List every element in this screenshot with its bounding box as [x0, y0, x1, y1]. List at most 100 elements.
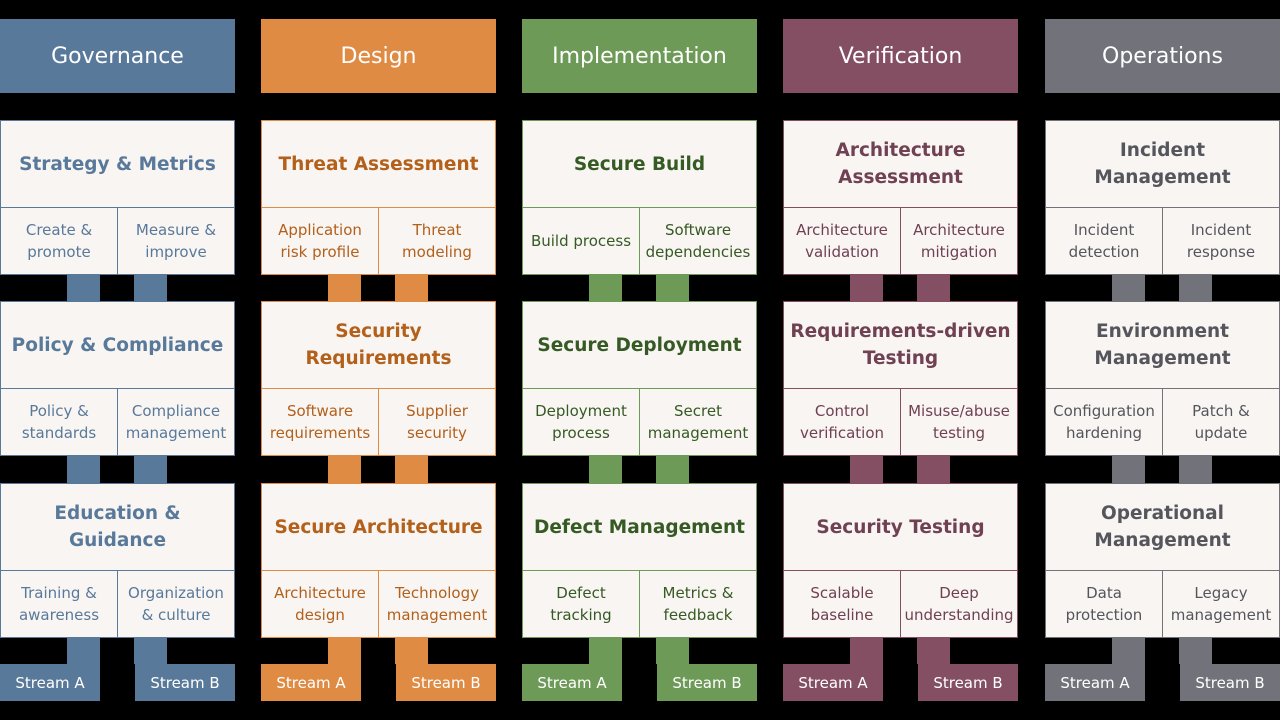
- practice-title: Strategy & Metrics: [19, 153, 216, 175]
- connector-line: [134, 636, 167, 664]
- stream-cell: Threat modeling: [402, 221, 472, 261]
- stream-cell: Architecture validation: [784, 208, 901, 274]
- connector-line: [328, 636, 361, 664]
- connector-line: [134, 273, 167, 302]
- stream-cell: Deep understanding: [904, 584, 1014, 624]
- stream-tab-a: Stream A: [0, 664, 100, 701]
- stream-tab-a: Stream A: [783, 664, 883, 701]
- stream-cell: Secret management: [647, 402, 749, 442]
- stream-cell: Policy & standards: [1, 389, 118, 455]
- connector-line: [1112, 454, 1145, 484]
- stream-cell: Supplier security: [406, 402, 468, 442]
- connector-line: [589, 636, 622, 664]
- practice-title: Secure Deployment: [537, 334, 742, 356]
- column-header: Governance: [0, 19, 235, 93]
- stream-cell: Create & promote: [1, 208, 118, 274]
- stream-cell: Deployment process: [523, 389, 640, 455]
- stream-tab-b: Stream B: [918, 664, 1018, 701]
- connector-line: [395, 273, 428, 302]
- stream-cell: Architecture design: [262, 571, 379, 637]
- connector-line: [328, 273, 361, 302]
- practice-title: Education & Guidance: [54, 503, 181, 551]
- practice-title: Secure Build: [573, 153, 706, 175]
- stream-tab-b: Stream B: [657, 664, 757, 701]
- stream-tab-a: Stream A: [522, 664, 622, 701]
- connector-line: [656, 454, 689, 484]
- stream-cell: Build process: [523, 208, 640, 274]
- practice-title: Environment Management: [1094, 321, 1231, 369]
- practice-title: Secure Architecture: [274, 516, 483, 538]
- stream-cell: Compliance management: [125, 402, 227, 442]
- stream-tab-b: Stream B: [135, 664, 235, 701]
- connector-line: [67, 454, 100, 484]
- stream-tab-b: Stream B: [396, 664, 496, 701]
- connector-line: [1179, 636, 1212, 664]
- stream-cell: Software dependencies: [645, 221, 751, 261]
- column-header: Verification: [783, 19, 1018, 93]
- connector-line: [395, 636, 428, 664]
- stream-cell: Incident detection: [1046, 208, 1163, 274]
- practice-title: Threat Assessment: [278, 153, 479, 175]
- connector-line: [850, 636, 883, 664]
- connector-line: [1112, 636, 1145, 664]
- column-header: Operations: [1045, 19, 1280, 93]
- connector-line: [328, 454, 361, 484]
- stream-cell: Technology management: [386, 584, 488, 624]
- connector-line: [589, 454, 622, 484]
- column-header: Implementation: [522, 19, 757, 93]
- connector-line: [917, 273, 950, 302]
- stream-cell: Application risk profile: [262, 208, 379, 274]
- practice-title: Requirements-driven Testing: [790, 321, 1011, 369]
- connector-line: [656, 636, 689, 664]
- stream-cell: Configuration hardening: [1046, 389, 1163, 455]
- connector-line: [67, 273, 100, 302]
- stream-tab-a: Stream A: [261, 664, 361, 701]
- connector-line: [134, 454, 167, 484]
- stream-cell: Scalable baseline: [784, 571, 901, 637]
- practice-title: Architecture Assessment: [835, 140, 966, 188]
- stream-tab-b: Stream B: [1180, 664, 1280, 701]
- stream-cell: Training & awareness: [1, 571, 118, 637]
- connector-line: [917, 454, 950, 484]
- stream-cell: Legacy management: [1170, 584, 1272, 624]
- connector-line: [917, 636, 950, 664]
- stream-cell: Organization & culture: [128, 584, 224, 624]
- stream-cell: Misuse/abuse testing: [908, 402, 1010, 442]
- stream-cell: Data protection: [1046, 571, 1163, 637]
- stream-cell: Defect tracking: [523, 571, 640, 637]
- practice-title: Security Testing: [816, 516, 985, 538]
- practice-title: Defect Management: [534, 516, 745, 538]
- practice-title: Operational Management: [1094, 503, 1231, 551]
- column-header: Design: [261, 19, 496, 93]
- connector-line: [67, 636, 100, 664]
- connector-line: [850, 454, 883, 484]
